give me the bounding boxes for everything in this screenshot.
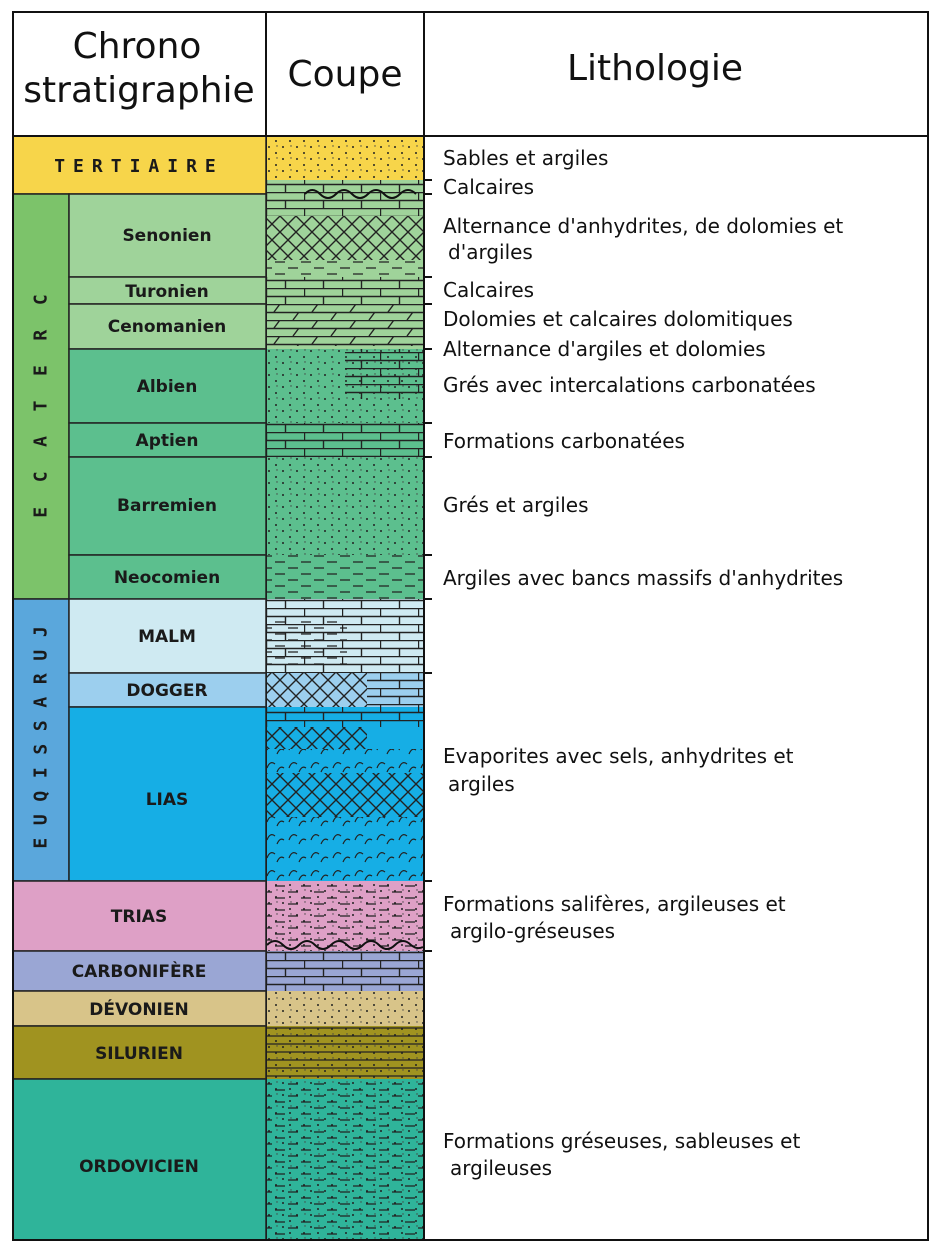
era-cretace-letter: C xyxy=(31,294,52,305)
stage-label-trias: TRIAS xyxy=(111,907,167,927)
era-cretace-letter: T xyxy=(31,400,52,411)
limestone-brick-pattern-icon xyxy=(267,180,423,216)
stage-label-silurien: SILURIEN xyxy=(95,1044,183,1064)
header-lithologie: Lithologie xyxy=(567,48,743,89)
era-cretace-letter: A xyxy=(31,436,52,447)
era-tertiaire-label: TERTIAIRE xyxy=(54,156,224,177)
era-jurassique-letter: J xyxy=(31,626,52,637)
stage-label-dogger: DOGGER xyxy=(126,681,207,701)
sand-pattern-icon xyxy=(267,136,423,180)
era-cretace-letter: E xyxy=(31,507,52,518)
lith-argiles-anhydrites: Argiles avec bancs massifs d'anhydrites xyxy=(443,566,843,590)
lith-gres-carbonatees: Grés avec intercalations carbonatées xyxy=(443,373,816,397)
era-jurassique-letter: E xyxy=(31,838,52,849)
anhydrite-crosshatch-pattern-icon xyxy=(267,216,423,260)
era-jurassique-letter: A xyxy=(31,697,52,708)
lith-formations-saliferes: Formations salifères, argileuses et argi… xyxy=(443,892,792,943)
era-jurassique-letter: S xyxy=(31,744,52,755)
stage-label-ordovicien: ORDOVICIEN xyxy=(79,1157,199,1177)
salt-evaporite-pattern-icon xyxy=(267,749,423,773)
lith-formations-greseuses: Formations gréseuses, sableuses et argil… xyxy=(443,1129,807,1180)
dolomite-slash-pattern-icon xyxy=(267,304,423,346)
stage-label-carbonifere: CARBONIFÈRE xyxy=(72,960,207,982)
era-jurassique-letter: R xyxy=(31,673,52,684)
lithology-column: Sables et argiles Calcaires Alternance d… xyxy=(443,146,850,1180)
boundary-ticks xyxy=(424,136,432,951)
stage-label-albien: Albien xyxy=(137,377,198,397)
stage-label-neocomien: Neocomien xyxy=(114,568,220,588)
stage-label-senonien: Senonien xyxy=(122,226,211,246)
era-cretace-letter: R xyxy=(31,330,52,341)
stage-label-cenomanien: Cenomanien xyxy=(108,317,227,337)
clay-dash-pattern-icon xyxy=(267,555,423,599)
header-chrono-line2: stratigraphie xyxy=(23,70,254,111)
era-jurassique-letter: U xyxy=(31,814,52,825)
stage-label-aptien: Aptien xyxy=(136,431,199,451)
lith-formations-carbonatees: Formations carbonatées xyxy=(443,429,685,453)
era-jurassique-letter: S xyxy=(31,720,52,731)
era-cretace-letter: C xyxy=(31,471,52,482)
lith-sables: Sables et argiles xyxy=(443,146,608,170)
lith-alternance-argiles: Alternance d'argiles et dolomies xyxy=(443,337,766,361)
era-jurassique-letter: U xyxy=(31,650,52,661)
coupe-column xyxy=(267,136,423,1240)
era-cretace-letter: E xyxy=(31,365,52,376)
lith-dolomies: Dolomies et calcaires dolomitiques xyxy=(443,307,793,331)
lith-alternance-anhydrites: Alternance d'anhydrites, de dolomies et … xyxy=(443,214,850,264)
stage-label-malm: MALM xyxy=(138,627,196,647)
stage-label-devonien: DÉVONIEN xyxy=(89,998,188,1020)
era-jurassique-letter: I xyxy=(31,767,52,778)
lith-calcaires-2: Calcaires xyxy=(443,278,534,302)
era-jurassique-letter: Q xyxy=(31,791,52,802)
stage-label-lias: LIAS xyxy=(146,790,189,810)
era-cretace-box xyxy=(13,194,69,599)
header-chrono-line1: Chrono xyxy=(73,26,202,67)
stage-label-turonien: Turonien xyxy=(125,282,208,302)
lith-calcaires-1: Calcaires xyxy=(443,175,534,199)
lith-gres-argiles: Grés et argiles xyxy=(443,493,589,517)
stage-label-barremien: Barremien xyxy=(117,496,217,516)
lith-evaporites: Evaporites avec sels, anhydrites et argi… xyxy=(443,744,800,796)
header-coupe: Coupe xyxy=(288,54,403,95)
